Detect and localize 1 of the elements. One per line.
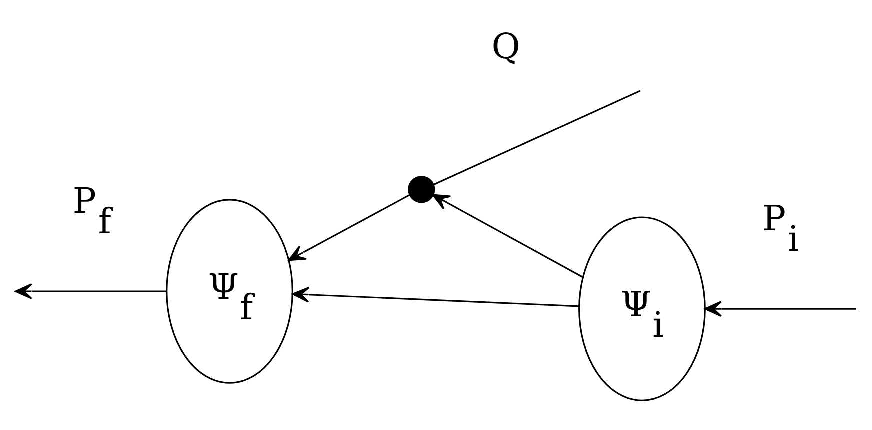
edge-label: Q xyxy=(492,26,520,67)
